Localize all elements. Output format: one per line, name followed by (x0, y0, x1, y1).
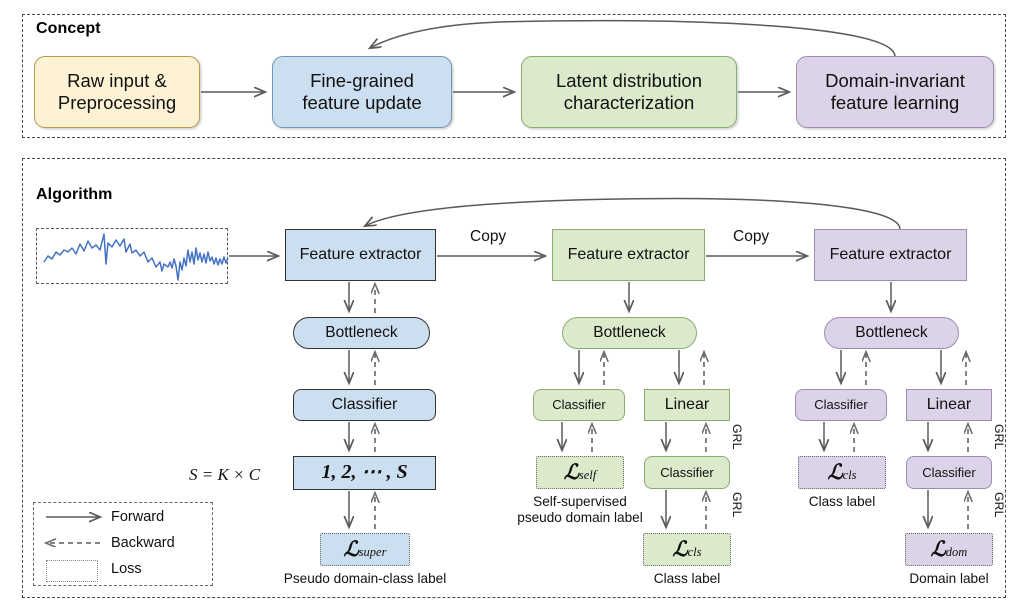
sequence-formula: S = K × C (189, 465, 261, 484)
legend-label-loss: Loss (111, 561, 142, 577)
feature-extractor-supervised[interactable]: Feature extractor (285, 229, 436, 281)
loss-cls-latent-branch: ℒcls (643, 533, 731, 566)
classifier-supervised[interactable]: Classifier (293, 389, 436, 421)
pseudo-label-sequence: 1, 2, ⋯ , S (321, 461, 408, 484)
classifier-latent-cls-label: Classifier (660, 464, 714, 480)
feature-extractor-domain-label: Feature extractor (829, 245, 952, 263)
classifier-supervised-label: Classifier (331, 395, 398, 413)
caption-pseudo-domain-class-label: Pseudo domain-class label (283, 571, 447, 586)
loss-cls-latent-branch-subscript: cls (687, 545, 702, 560)
loss-cls-domain-branch: ℒcls (798, 456, 886, 489)
caption-class-label-latent: Class label (653, 571, 721, 586)
loss-self: ℒself (536, 456, 624, 489)
loss-dom-label: ℒdom (930, 537, 968, 562)
classifier-latent-self[interactable]: Classifier (533, 389, 625, 421)
loss-dom-subscript: dom (945, 545, 968, 560)
linear-latent[interactable]: Linear (644, 389, 730, 421)
algorithm-panel (22, 158, 1006, 598)
copy-label-2: Copy (733, 228, 770, 245)
linear-domain-label: Linear (926, 395, 972, 413)
loss-super-label: ℒsuper (343, 537, 387, 562)
concept-step-domain-invariant-label: Domain-invariant feature learning (825, 70, 965, 113)
legend-label-backward: Backward (111, 535, 175, 551)
concept-step-fine-grained-label: Fine-grained feature update (302, 70, 422, 113)
pseudo-label-sequence-box[interactable]: 1, 2, ⋯ , S (293, 456, 436, 490)
feature-extractor-domain[interactable]: Feature extractor (814, 229, 967, 281)
bottleneck-latent[interactable]: Bottleneck (562, 317, 697, 349)
grl-label-latent-upper: GRL (730, 424, 744, 450)
classifier-domain-dom-label: Classifier (922, 464, 976, 480)
loss-cls-domain-branch-subscript: cls (842, 468, 857, 483)
classifier-domain-cls-label: Classifier (814, 397, 868, 413)
classifier-latent-cls[interactable]: Classifier (644, 456, 730, 489)
linear-latent-label: Linear (664, 395, 710, 413)
concept-panel (22, 14, 1006, 138)
copy-label-1: Copy (470, 228, 507, 245)
bottleneck-supervised-label: Bottleneck (325, 323, 398, 341)
feature-extractor-supervised-label: Feature extractor (299, 245, 422, 263)
grl-label-domain-lower: GRL (992, 492, 1006, 518)
loss-super: ℒsuper (320, 533, 410, 566)
caption-domain-label: Domain label (909, 571, 989, 586)
loss-cls-latent-branch-label: ℒcls (672, 537, 702, 562)
concept-step-fine-grained[interactable]: Fine-grained feature update (272, 56, 452, 128)
concept-panel-title: Concept (36, 20, 101, 37)
bottleneck-latent-label: Bottleneck (593, 323, 666, 341)
loss-super-subscript: super (358, 545, 387, 560)
feature-extractor-latent[interactable]: Feature extractor (552, 229, 705, 281)
grl-label-domain-upper: GRL (992, 424, 1006, 450)
concept-step-latent-distribution[interactable]: Latent distribution characterization (521, 56, 737, 128)
feature-extractor-latent-label: Feature extractor (567, 245, 690, 263)
caption-class-label-domain: Class label (808, 494, 876, 509)
loss-dom: ℒdom (905, 533, 993, 566)
grl-label-latent-lower: GRL (730, 492, 744, 518)
concept-step-domain-invariant[interactable]: Domain-invariant feature learning (796, 56, 994, 128)
bottleneck-domain[interactable]: Bottleneck (824, 317, 959, 349)
raw-signal-input-box (36, 228, 228, 284)
loss-self-label: ℒself (563, 460, 597, 485)
classifier-domain-dom[interactable]: Classifier (906, 456, 992, 489)
legend-box (33, 502, 213, 586)
loss-self-subscript: self (578, 468, 597, 483)
algorithm-panel-title: Algorithm (36, 186, 113, 203)
concept-step-latent-distribution-label: Latent distribution characterization (555, 70, 703, 113)
legend-label-forward: Forward (111, 509, 165, 525)
bottleneck-supervised[interactable]: Bottleneck (293, 317, 430, 349)
classifier-latent-self-label: Classifier (552, 397, 606, 413)
legend-swatch-loss (46, 560, 98, 582)
concept-step-raw-input-label: Raw input & Preprocessing (57, 70, 177, 113)
linear-domain[interactable]: Linear (906, 389, 992, 421)
caption-self-supervised: Self-supervised pseudo domain label (517, 494, 643, 526)
loss-cls-domain-branch-label: ℒcls (827, 460, 857, 485)
concept-step-raw-input[interactable]: Raw input & Preprocessing (34, 56, 200, 128)
bottleneck-domain-label: Bottleneck (855, 323, 928, 341)
classifier-domain-cls[interactable]: Classifier (795, 389, 887, 421)
